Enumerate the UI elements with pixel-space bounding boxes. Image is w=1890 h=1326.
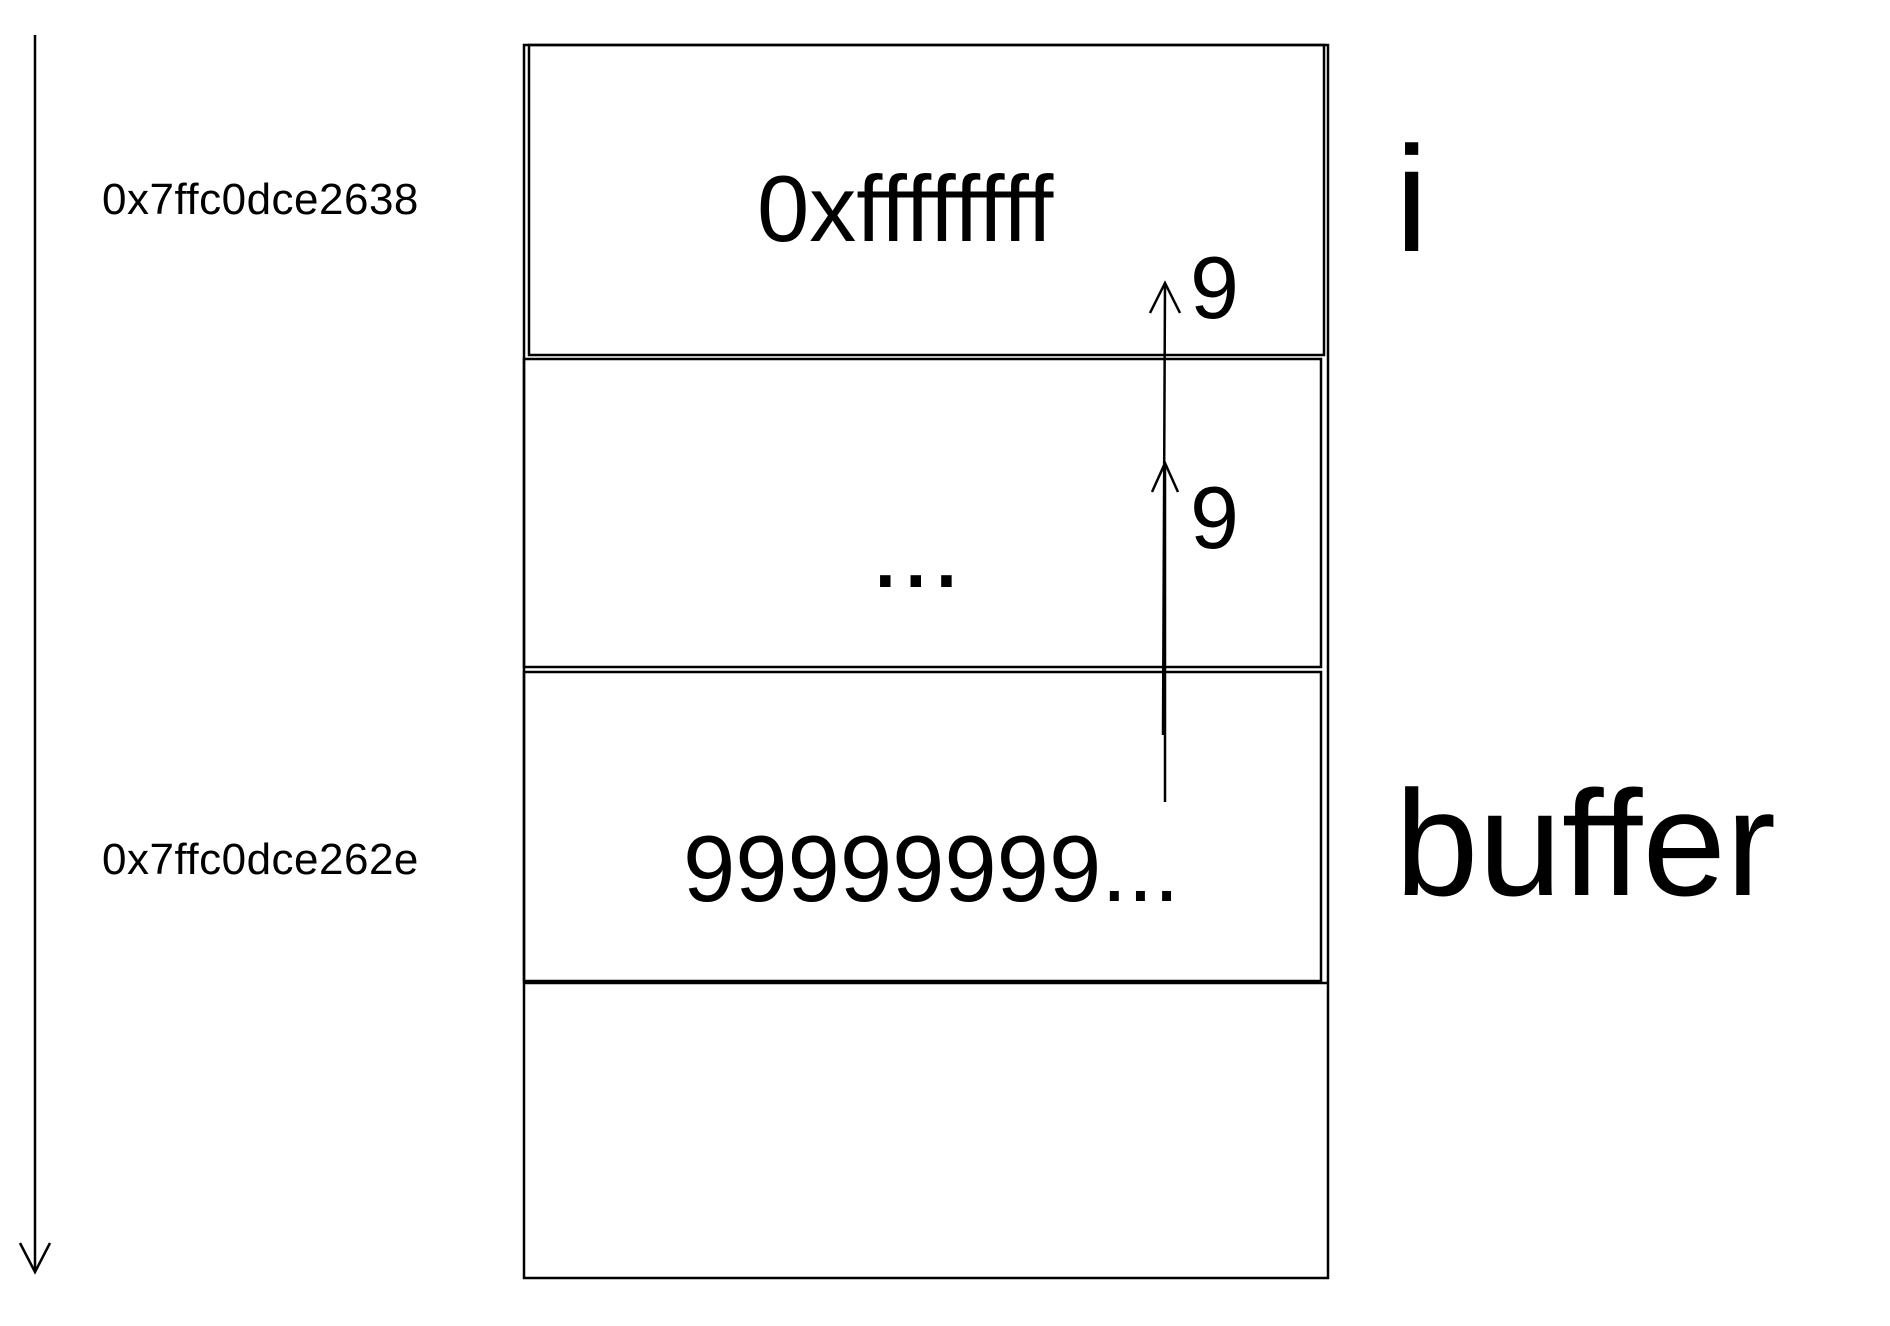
- address-top: 0x7ffc0dce2638: [102, 175, 419, 224]
- address-bottom: 0x7ffc0dce262e: [102, 835, 419, 884]
- step-label-lower: 9: [1190, 468, 1239, 567]
- step-label-upper: 9: [1190, 238, 1239, 337]
- overflow-arrow-upper: [1148, 280, 1182, 736]
- cell-buffer-value: 99999999...: [683, 816, 1180, 921]
- cell-i-value: 0xffffffff: [757, 156, 1054, 261]
- cell-middle-value: ...: [870, 488, 962, 611]
- variable-label-i: i: [1395, 115, 1429, 283]
- address-direction-arrow: [18, 35, 52, 1275]
- variable-label-buffer: buffer: [1395, 759, 1776, 927]
- cell-i: [527, 43, 1326, 357]
- cell-middle: [522, 357, 1323, 669]
- cell-buffer: [522, 670, 1323, 983]
